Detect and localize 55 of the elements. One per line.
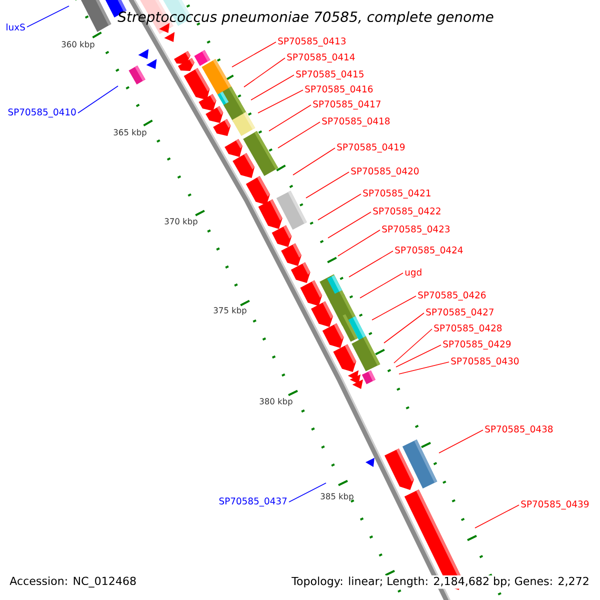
scale-label: 365 kbp: [114, 129, 146, 137]
leader-line: [348, 250, 394, 278]
leader-line: [250, 74, 294, 100]
title: Streptococcus pneumoniae 70585, complete genome: [118, 11, 494, 25]
leader-line: [398, 362, 450, 374]
accession-text: Accession: NC_012468: [10, 576, 136, 588]
gene-label: SP70585_0420: [351, 168, 419, 176]
leader-line: [26, 6, 70, 28]
gene-label: SP70585_0426: [418, 292, 486, 300]
gene-label: SP70585_0423: [382, 226, 450, 234]
scale-label: 380 kbp: [260, 398, 292, 406]
gene-label: SP70585_0430: [451, 358, 519, 366]
leader-line: [292, 148, 336, 176]
scale-label: 360 kbp: [62, 41, 94, 49]
leader-line: [438, 430, 484, 454]
leader-line: [384, 312, 424, 344]
leader-line: [394, 328, 432, 364]
gene-label: SP70585_0410: [8, 108, 76, 118]
gene-label: SP70585_0421: [363, 190, 430, 198]
gene-label: SP70585_0416: [305, 86, 373, 94]
leader-line: [338, 230, 380, 256]
gene-label: SP70585_0415: [296, 70, 364, 80]
gene-label: SP70585_0439: [521, 500, 589, 510]
leader-line: [306, 172, 350, 198]
leader-line: [244, 58, 286, 88]
gene-label: SP70585_0429: [443, 340, 511, 350]
leader-line: [288, 482, 326, 502]
leader-line: [232, 42, 276, 68]
gene-label: SP70585_0419: [337, 144, 405, 152]
gene-label: luxS: [6, 23, 25, 31]
scale-label: 385 kbp: [320, 493, 354, 501]
gene-label: SP70585_0417: [313, 100, 380, 110]
leader-line: [318, 194, 362, 220]
leader-line: [372, 296, 416, 320]
scale-label: 370 kbp: [164, 218, 198, 226]
scale-label: 375 kbp: [214, 307, 246, 315]
leader-line: [258, 90, 304, 114]
leader-line: [278, 122, 320, 148]
gene-label: SP70585_0418: [322, 118, 390, 126]
leader-line: [474, 504, 520, 528]
gene-label: SP70585_0414: [287, 54, 355, 62]
gene-label: SP70585_0427: [426, 308, 494, 318]
gene-label: ugd: [405, 268, 422, 278]
gene-label: SP70585_0428: [434, 324, 502, 334]
leader-line: [396, 344, 442, 368]
gene-label: SP70585_0413: [278, 38, 346, 46]
genome-summary-text: Topology: linear; Length: 2,184,682 bp; Genes: 2,272: [290, 575, 591, 589]
leader-line: [78, 86, 118, 114]
leader-line: [268, 104, 312, 132]
leader-line: [360, 272, 404, 298]
gene-label: SP70585_0437: [219, 498, 287, 506]
gene-label: SP70585_0438: [485, 426, 553, 434]
gene-label: SP70585_0422: [373, 208, 440, 216]
gene-label: SP70585_0424: [395, 246, 463, 256]
leader-line: [328, 212, 372, 238]
